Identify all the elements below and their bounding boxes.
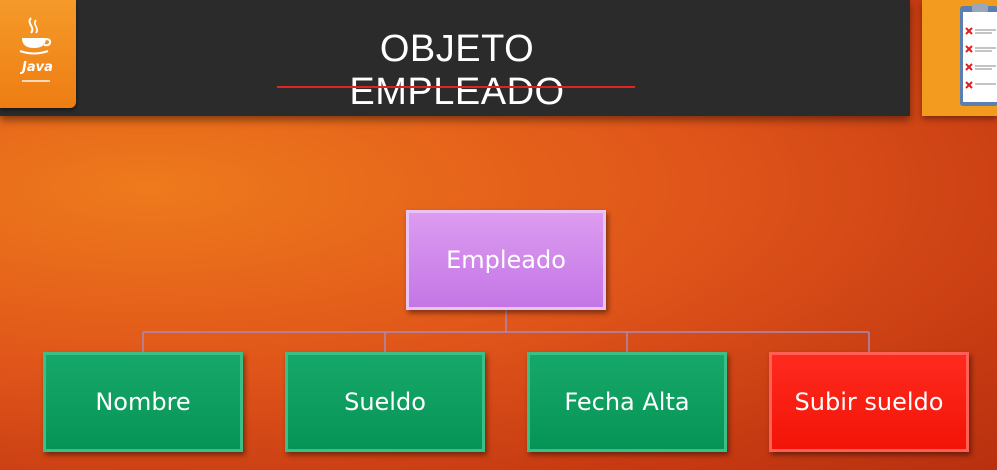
node-nombre: Nombre <box>43 352 243 452</box>
java-logo-icon: Java <box>0 0 76 108</box>
java-logo-text: Java <box>22 60 53 75</box>
node-sueldo: Sueldo <box>285 352 485 452</box>
logo-underline <box>22 80 50 82</box>
coffee-cup-icon <box>19 17 52 55</box>
title-underline <box>277 86 635 88</box>
checklist-clipboard-icon <box>922 0 997 116</box>
node-fecha-alta: Fecha Alta <box>527 352 727 452</box>
slide-header: Java OBJETO EMPLEADO <box>0 0 910 116</box>
slide-title: OBJETO EMPLEADO <box>349 28 565 113</box>
node-subir-sueldo: Subir sueldo <box>769 352 969 452</box>
clipboard-icon <box>960 4 997 106</box>
node-empleado: Empleado <box>406 210 606 310</box>
